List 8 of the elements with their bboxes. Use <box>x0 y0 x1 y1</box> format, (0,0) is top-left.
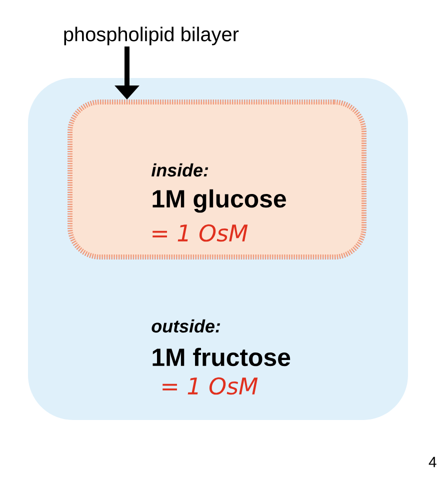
page-number: 4 <box>428 456 436 468</box>
heading-text: outside: <box>152 319 220 333</box>
annotation-text: phospholipid bilayer <box>64 26 239 46</box>
handwritten-note: = 1 OsM <box>152 224 248 242</box>
heading-text: inside: <box>152 163 208 177</box>
concentration-text: 1M fructose <box>152 348 290 366</box>
concentration-text: 1M glucose <box>152 189 286 213</box>
handwritten-note: = 1 OsM <box>162 377 258 395</box>
